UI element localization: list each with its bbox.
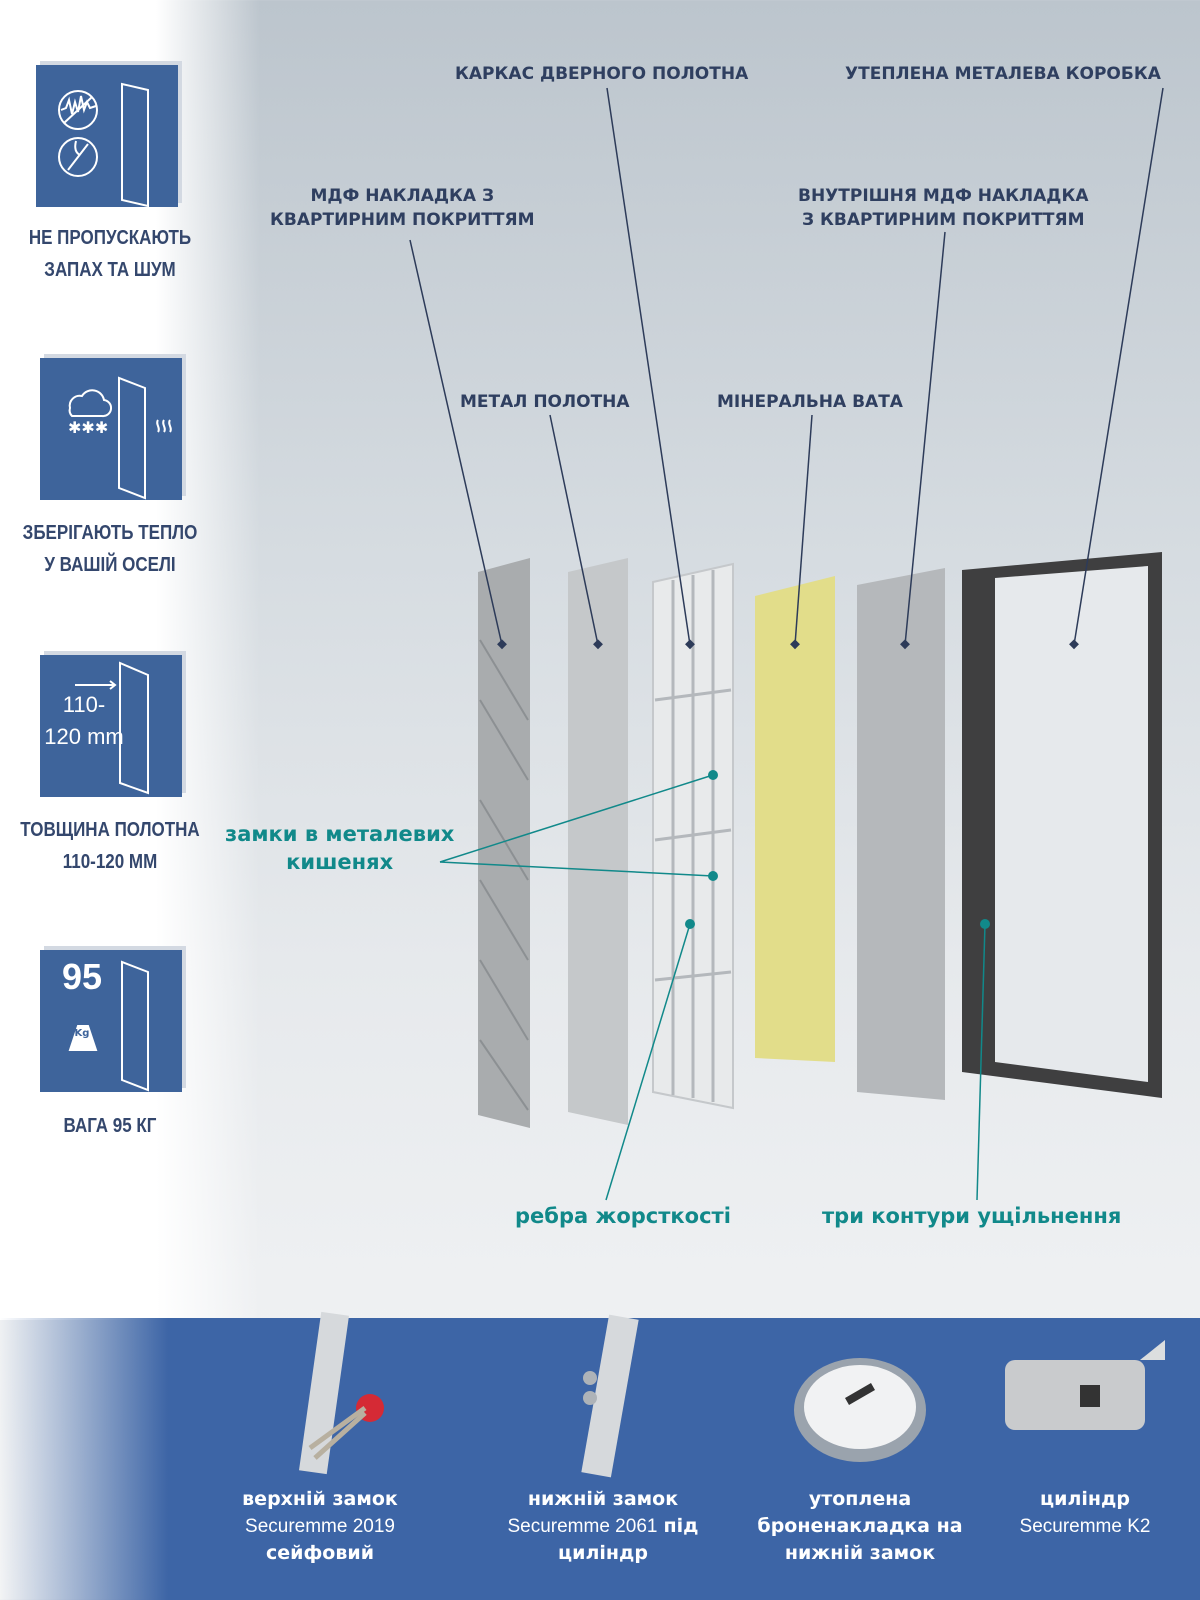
frame-ribs	[654, 570, 732, 1102]
metal-sheet-panel	[568, 558, 628, 1125]
callout-ribs: ребра жорсткості	[515, 1204, 731, 1228]
svg-text:✱✱✱: ✱✱✱	[68, 418, 108, 437]
door-box-opening	[995, 566, 1148, 1082]
snow-heat-icon: ✱✱✱	[40, 358, 182, 500]
armor-plate-image	[794, 1358, 926, 1462]
mdf-inner-panel	[857, 568, 945, 1100]
weight-unit: Kg	[74, 1028, 90, 1039]
label-mineral-wool: МІНЕРАЛЬНА ВАТА	[717, 392, 903, 412]
upper-lock-image	[299, 1311, 384, 1475]
cylinder-image	[1005, 1340, 1165, 1430]
callout-seals: три контури ущільнення	[822, 1204, 1122, 1228]
label-metal-box: УТЕПЛЕНА МЕТАЛЕВА КОРОБКА	[845, 64, 1161, 84]
lower-lock-image	[581, 1314, 639, 1478]
door-exploded-diagram	[409, 87, 1164, 1201]
sound-smell-icon	[36, 65, 178, 208]
mdf-outer-grooves	[479, 639, 529, 1111]
feature-leader-lines	[439, 774, 986, 1201]
weight-value: 95	[61, 956, 103, 997]
layer-leader-lines	[409, 87, 1164, 646]
thickness-value-1: 110-	[62, 692, 106, 717]
thickness-icon: 110- 120 mm	[40, 655, 182, 797]
feature-label-4: ВАГА 95 КГ	[63, 1115, 157, 1137]
mineral-wool-panel	[755, 576, 835, 1062]
label-metal-sheet: МЕТАЛ ПОЛОТНА	[460, 392, 630, 412]
label-door-frame: КАРКАС ДВЕРНОГО ПОЛОТНА	[455, 64, 749, 84]
layer-marker-dots	[497, 639, 1079, 650]
weight-icon: 95 Kg	[40, 950, 182, 1092]
thickness-value-2: 120 mm	[44, 724, 124, 749]
feature-marker-dots	[685, 770, 990, 929]
